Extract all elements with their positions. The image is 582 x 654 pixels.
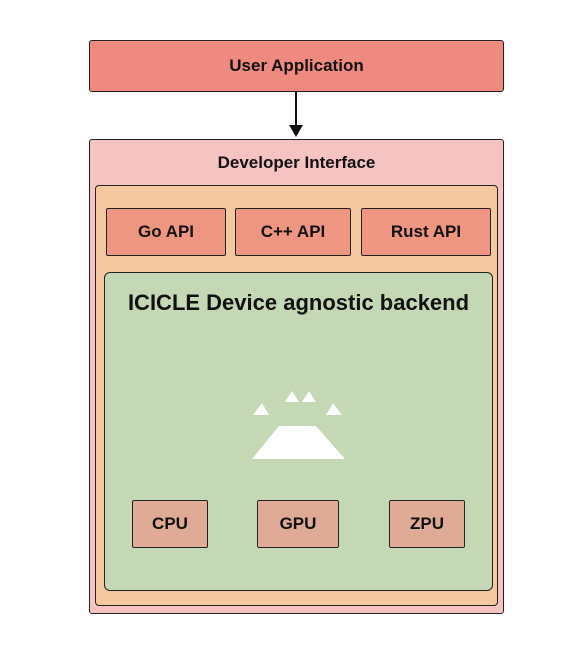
developer-interface-title: Developer Interface <box>217 153 376 172</box>
icicle-backend-box: ICICLE Device agnostic backend CPU GPU Z… <box>104 272 493 591</box>
gpu-box: GPU <box>257 500 339 548</box>
rust-api-box: Rust API <box>361 208 491 256</box>
user-application-box: User Application <box>89 40 504 92</box>
go-api-box: Go API <box>106 208 226 256</box>
go-api-label: Go API <box>137 222 195 241</box>
cpu-box: CPU <box>132 500 208 548</box>
gpu-label: GPU <box>279 514 317 533</box>
icicle-logo-icon <box>252 391 345 459</box>
icicle-frame: Go API C++ API Rust API ICICLE Device ag… <box>95 185 498 606</box>
cpp-api-box: C++ API <box>235 208 351 256</box>
rust-api-label: Rust API <box>390 222 462 241</box>
cpp-api-label: C++ API <box>260 222 326 241</box>
developer-interface-container: Developer Interface Go API C++ API Rust … <box>89 139 504 614</box>
zpu-box: ZPU <box>389 500 465 548</box>
arrow-down-icon <box>289 92 303 137</box>
zpu-label: ZPU <box>410 514 444 533</box>
backend-title: ICICLE Device agnostic backend <box>127 290 470 315</box>
user-application-label: User Application <box>229 56 364 75</box>
cpu-label: CPU <box>152 514 188 533</box>
